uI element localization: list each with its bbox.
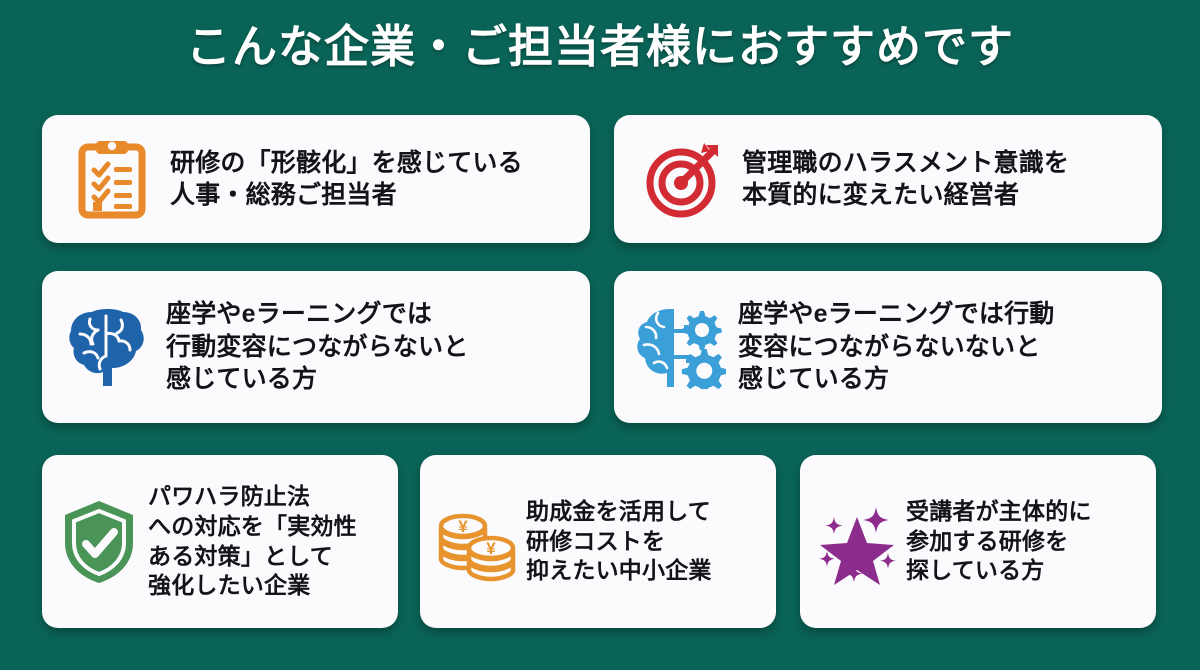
clipboard-checklist-icon bbox=[60, 139, 164, 219]
svg-text:¥: ¥ bbox=[486, 539, 496, 558]
brain-icon bbox=[56, 306, 160, 388]
card-subsidy-cost[interactable]: ¥ ¥ 助成金を活用して 研修コストを 抑えたい中小企業 bbox=[420, 455, 776, 628]
card-label: 管理職のハラスメント意識を 本質的に変えたい経営者 bbox=[742, 148, 1070, 210]
shield-check-icon bbox=[52, 499, 146, 585]
card-power-harassment-law[interactable]: パワハラ防止法 への対応を「実効性 ある対策」として 強化したい企業 bbox=[42, 455, 398, 628]
card-formalization[interactable]: 研修の「形骸化」を感じている 人事・総務ご担当者 bbox=[42, 115, 590, 243]
card-active-participation[interactable]: 受講者が主体的に 参加する研修を 探している方 bbox=[800, 455, 1156, 628]
sparkle-star-icon bbox=[810, 499, 904, 585]
target-arrow-icon bbox=[632, 139, 736, 219]
card-label: 研修の「形骸化」を感じている 人事・総務ご担当者 bbox=[170, 148, 523, 210]
card-label: 座学やeラーニングでは 行動変容につながらないと 感じている方 bbox=[166, 300, 469, 394]
svg-text:¥: ¥ bbox=[458, 517, 468, 536]
yen-coins-icon: ¥ ¥ bbox=[430, 502, 524, 582]
card-label: 助成金を活用して 研修コストを 抑えたい中小企業 bbox=[526, 497, 712, 584]
card-label: パワハラ防止法 への対応を「実効性 ある対策」として 強化したい企業 bbox=[148, 482, 357, 599]
card-label: 受講者が主体的に 参加する研修を 探している方 bbox=[906, 497, 1092, 584]
card-label: 座学やeラーニングでは行動 変容につながらないないと 感じている方 bbox=[738, 300, 1055, 394]
brain-gears-icon bbox=[628, 305, 732, 389]
card-behavior-change[interactable]: 座学やeラーニングでは 行動変容につながらないと 感じている方 bbox=[42, 271, 590, 423]
page-title: こんな企業・ご担当者様におすすめです bbox=[185, 21, 1014, 72]
card-management-awareness[interactable]: 管理職のハラスメント意識を 本質的に変えたい経営者 bbox=[614, 115, 1162, 243]
card-behavior-change-gears[interactable]: 座学やeラーニングでは行動 変容につながらないないと 感じている方 bbox=[614, 271, 1162, 423]
